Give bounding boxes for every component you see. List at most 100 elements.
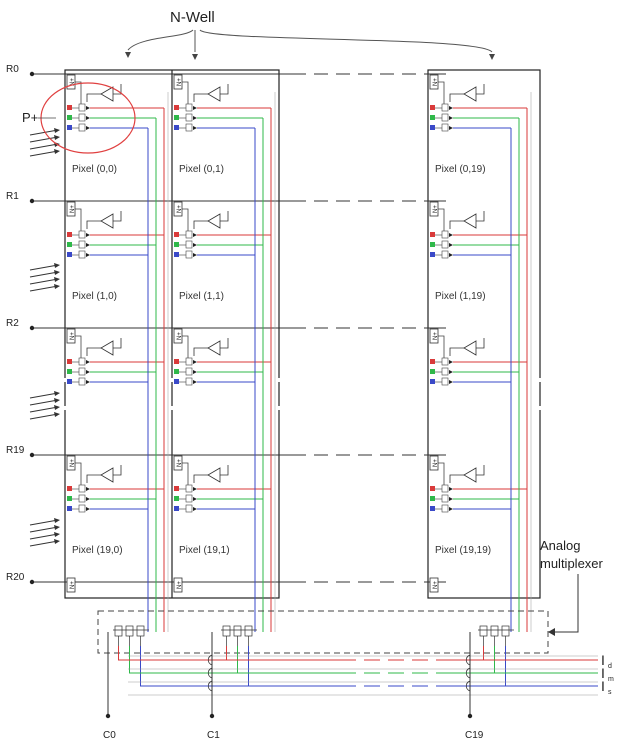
n-plus-box <box>66 577 76 593</box>
switch-arrow-icon <box>449 497 453 501</box>
photodiode-red <box>430 105 435 110</box>
mux-switch-icon <box>222 625 231 637</box>
switch-icon <box>185 230 193 239</box>
amp-output <box>476 211 485 222</box>
pixel-label: Pixel (19,0) <box>72 545 123 556</box>
photodiode-blue <box>430 125 435 130</box>
switch-arrow-icon <box>193 106 197 110</box>
row-node <box>29 198 35 204</box>
light-ray-arrowhead <box>54 270 60 275</box>
pixel-cell: N+Pixel (0,0) <box>66 74 164 175</box>
switch-icon <box>78 240 86 249</box>
switch-icon <box>78 357 86 366</box>
amplifier-icon <box>100 213 114 229</box>
diode-lead <box>182 335 189 362</box>
n-plus-label: N+ <box>433 78 439 86</box>
switch-icon <box>441 367 449 376</box>
switch-icon <box>441 123 449 132</box>
output-label: I <box>601 665 605 681</box>
amp-input <box>449 220 464 229</box>
column-frames <box>62 69 543 599</box>
wire-crossover <box>465 680 471 692</box>
n-plus-label: N+ <box>177 581 183 589</box>
switch-icon <box>185 123 193 132</box>
light-ray-arrowhead <box>54 532 60 537</box>
switch-icon <box>185 113 193 122</box>
switch-arrow-icon <box>193 487 197 491</box>
diode-lead <box>438 81 445 108</box>
row-node <box>29 325 35 331</box>
amp-input <box>86 347 101 356</box>
mux-label-line2: multiplexer <box>540 556 604 571</box>
pixel-label: Pixel (0,19) <box>435 164 486 175</box>
row-node <box>29 579 35 585</box>
switch-icon <box>78 113 86 122</box>
amplifier-icon <box>207 86 221 102</box>
switch-arrow-icon <box>86 106 90 110</box>
light-ray <box>29 129 59 136</box>
mux-pointer-arrowhead <box>548 628 555 636</box>
photodiode-green <box>174 242 179 247</box>
photodiode-red <box>174 232 179 237</box>
row-label: R2 <box>6 318 19 329</box>
switch-arrow-icon <box>86 243 90 247</box>
photodiode-red <box>430 359 435 364</box>
light-ray <box>29 278 59 285</box>
light-ray <box>29 540 59 547</box>
switch-arrow-icon <box>449 253 453 257</box>
switch-arrow-icon <box>193 126 197 130</box>
pixel-label: Pixel (1,1) <box>179 291 224 302</box>
output-label-sub: m <box>608 676 614 683</box>
pixel-label: Pixel (19,19) <box>435 545 491 556</box>
switch-arrow-icon <box>449 106 453 110</box>
light-ray-arrowhead <box>54 405 60 410</box>
pixel-cell: N+Pixel (1,1) <box>173 201 271 302</box>
switch-arrow-icon <box>449 360 453 364</box>
n-plus-box <box>173 577 183 593</box>
column-label: C0 <box>103 730 116 741</box>
amplifier-icon <box>463 467 477 483</box>
switch-icon <box>78 484 86 493</box>
switch-arrow-icon <box>449 487 453 491</box>
photodiode-green <box>67 115 72 120</box>
pixel-cell: N+Pixel (0,1) <box>173 74 271 175</box>
n-well-label: N-Well <box>170 9 215 26</box>
column-label: C19 <box>465 730 484 741</box>
row-label: R20 <box>6 572 25 583</box>
light-ray <box>29 285 59 292</box>
switch-icon <box>185 377 193 386</box>
amp-output <box>113 211 122 222</box>
column-label: C1 <box>207 730 220 741</box>
light-ray-arrowhead <box>54 135 60 140</box>
amp-input <box>193 93 208 102</box>
light-ray-arrowhead <box>54 263 60 268</box>
switch-icon <box>441 240 449 249</box>
amp-input <box>86 220 101 229</box>
switch-icon <box>78 230 86 239</box>
amp-output <box>476 338 485 349</box>
photodiode-green <box>67 496 72 501</box>
row-node <box>29 452 35 458</box>
wire-crossover <box>207 667 213 679</box>
light-ray-arrowhead <box>54 398 60 403</box>
photodiode-blue <box>67 379 72 384</box>
pixel-cell: N+ <box>66 328 164 386</box>
amp-output <box>476 465 485 476</box>
n-plus-label: N+ <box>70 78 76 86</box>
photodiode-blue <box>174 379 179 384</box>
amp-input <box>449 347 464 356</box>
switch-arrow-icon <box>449 126 453 130</box>
switch-icon <box>441 484 449 493</box>
p-plus-label: P+ <box>22 110 38 125</box>
switch-icon <box>441 113 449 122</box>
photodiode-blue <box>174 252 179 257</box>
amp-output <box>220 338 229 349</box>
amplifier-icon <box>207 467 221 483</box>
light-ray <box>29 150 59 157</box>
diode-lead <box>182 81 189 108</box>
amplifier-icon <box>463 340 477 356</box>
amp-input <box>449 474 464 483</box>
mux-pointer-arrow <box>552 574 579 633</box>
column-labels: C0 C1 C19 <box>103 730 484 741</box>
light-ray-arrowhead <box>54 128 60 133</box>
